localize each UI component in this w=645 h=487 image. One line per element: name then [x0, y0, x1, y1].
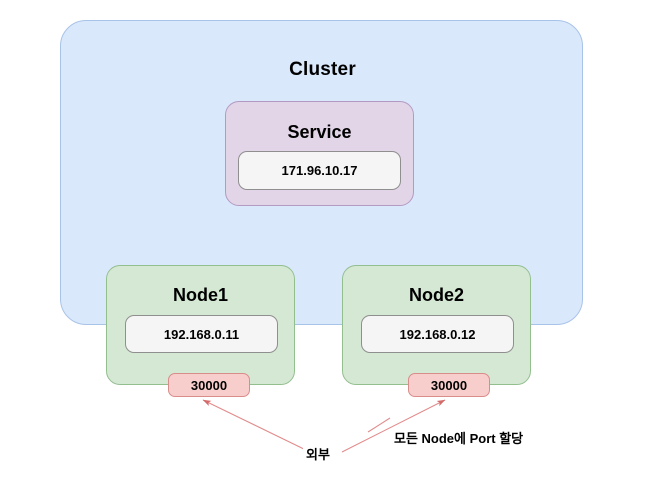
node2-label: Node2 — [408, 285, 464, 305]
node2-port-badge[interactable]: 30000 — [408, 373, 490, 397]
node1-label: Node1 — [172, 285, 228, 305]
service-label: Service — [287, 122, 352, 142]
node1-ip-value: 192.168.0.11 — [125, 315, 278, 353]
node1-port-badge[interactable]: 30000 — [168, 373, 250, 397]
edge-external-to-node1-port — [202, 399, 311, 453]
service-ip-value: 171.96.10.17 — [238, 151, 401, 190]
node2-ip-value: 192.168.0.12 — [361, 315, 514, 353]
node1-container[interactable]: Node1 192.168.0.11 — [106, 265, 295, 385]
external-label: 외부 — [303, 444, 333, 463]
edge-allocation-label-leader — [367, 417, 391, 433]
node2-container[interactable]: Node2 192.168.0.12 — [342, 265, 531, 385]
cluster-label: Cluster — [289, 59, 356, 80]
port-allocation-label: 모든 Node에 Port 할당 — [394, 431, 524, 446]
service-node[interactable]: Service 171.96.10.17 — [225, 101, 414, 206]
